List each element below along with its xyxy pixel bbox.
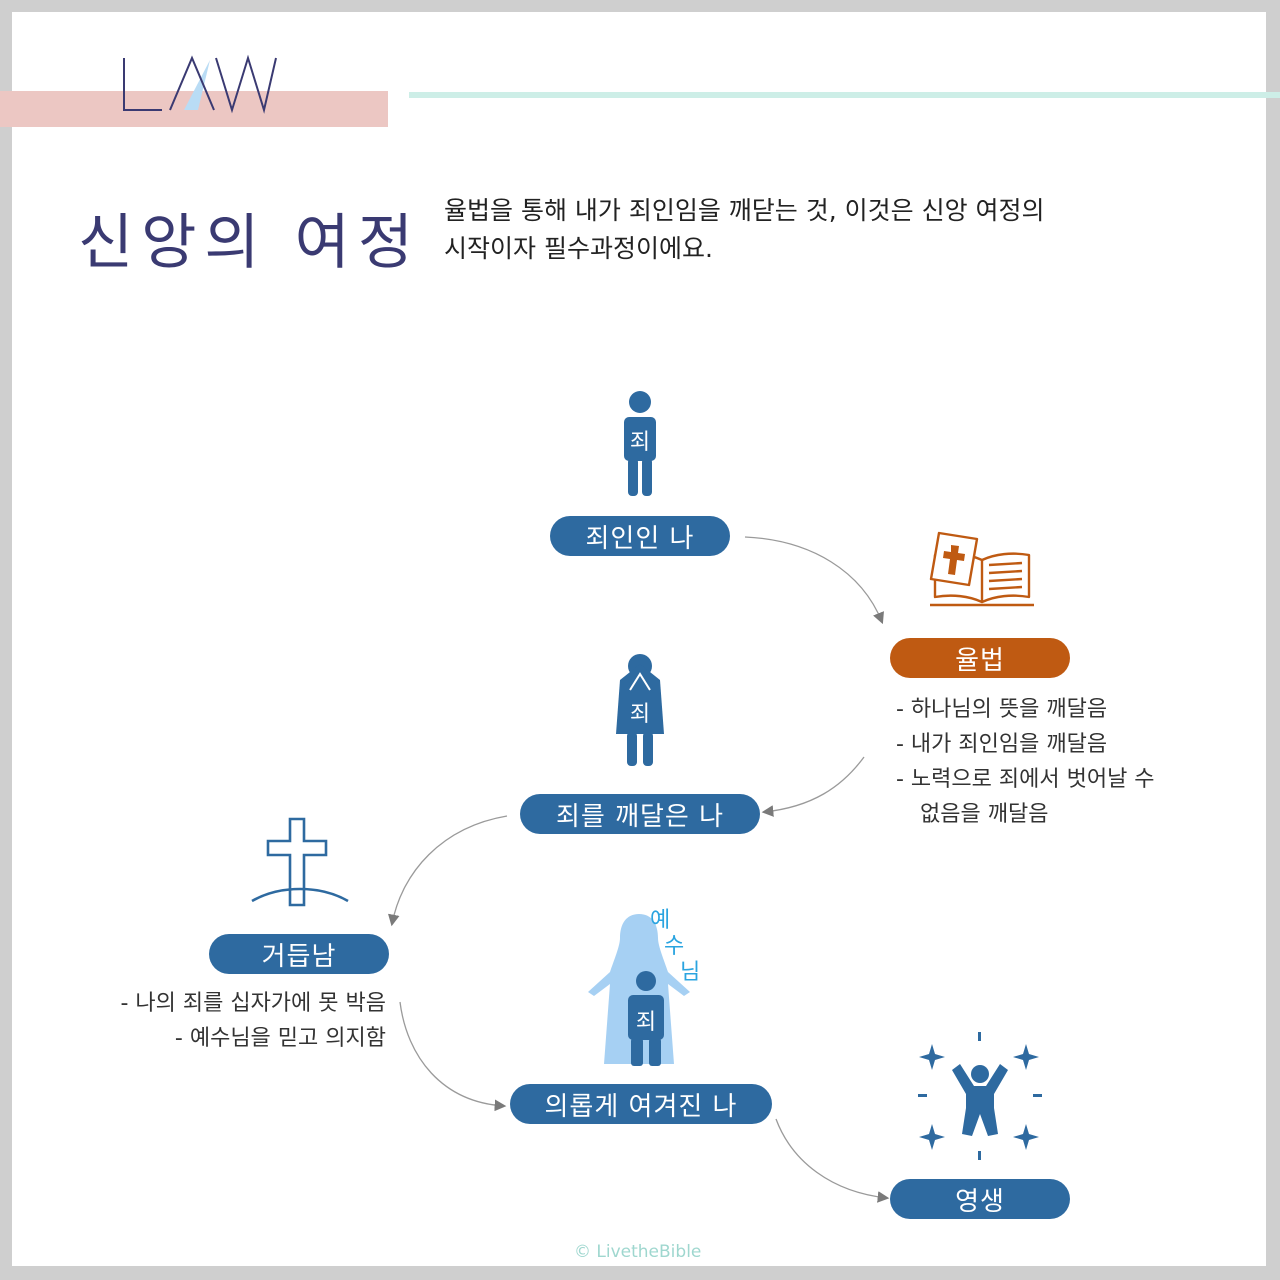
sinner-figure-icon	[624, 391, 656, 496]
arrow-justified-to-eternal	[775, 1118, 890, 1203]
sin-label: 죄	[629, 430, 651, 455]
subtitle-line: 율법을 통해 내가 죄인임을 깨닫는 것, 이것은 신앙 여정의	[444, 196, 1045, 225]
cross-hill-icon	[251, 817, 349, 907]
jesus-figure-icon	[588, 914, 690, 1064]
copyright: © LivetheBible	[574, 1242, 702, 1262]
connector-arrows	[388, 536, 890, 1203]
jesus-text: 예 수 님	[650, 902, 720, 992]
node-sinner: 죄인인 나	[550, 516, 730, 556]
arrow-realize-to-rebirth	[388, 815, 508, 927]
sin-label: 죄	[629, 702, 651, 727]
law-note: - 내가 죄인임을 깨달음	[896, 732, 1108, 757]
node-realize: 죄를 깨달은 나	[520, 794, 760, 834]
arrow-law-to-realize	[761, 756, 865, 817]
joyful-figure-sparkles-icon	[918, 1032, 1042, 1160]
node-eternal-life: 영생	[890, 1179, 1070, 1219]
page-subtitle: 율법을 통해 내가 죄인임을 깨닫는 것, 이것은 신앙 여정의 시작이자 필수…	[444, 192, 1045, 268]
subtitle-line: 시작이자 필수과정이에요.	[444, 234, 713, 263]
rebirth-notes: - 나의 죄를 십자가에 못 박음 - 예수님을 믿고 의지함	[52, 986, 386, 1056]
node-rebirth: 거듭남	[209, 934, 389, 974]
jesus-char: 수	[664, 934, 685, 959]
law-note: - 노력으로 죄에서 벗어날 수	[896, 767, 1155, 792]
arrow-rebirth-to-justified	[399, 1001, 507, 1112]
law-note: 없음을 깨달음	[920, 802, 1049, 827]
repentant-figure-icon	[616, 654, 664, 766]
header-teal-line	[409, 92, 1280, 98]
sin-label: 죄	[635, 1010, 657, 1035]
rebirth-note: - 예수님을 믿고 의지함	[174, 1026, 386, 1051]
rebirth-note: - 나의 죄를 십자가에 못 박음	[120, 991, 386, 1016]
node-law: 율법	[890, 638, 1070, 678]
page-title: 신앙의 여정	[78, 208, 422, 278]
law-logo	[123, 54, 277, 114]
arrow-sinner-to-law	[744, 536, 884, 625]
law-note: - 하나님의 뜻을 깨달음	[896, 697, 1108, 722]
slide: 신앙의 여정 율법을 통해 내가 죄인임을 깨닫는 것, 이것은 신앙 여정의 …	[0, 12, 1280, 1266]
jesus-char: 님	[680, 960, 701, 985]
bible-icon	[929, 531, 1034, 607]
jesus-char: 예	[650, 908, 671, 933]
law-notes: - 하나님의 뜻을 깨달음 - 내가 죄인임을 깨달음 - 노력으로 죄에서 벗…	[896, 692, 1155, 832]
sinner-figure-icon	[628, 971, 664, 1066]
node-justified: 의롭게 여겨진 나	[510, 1084, 772, 1124]
